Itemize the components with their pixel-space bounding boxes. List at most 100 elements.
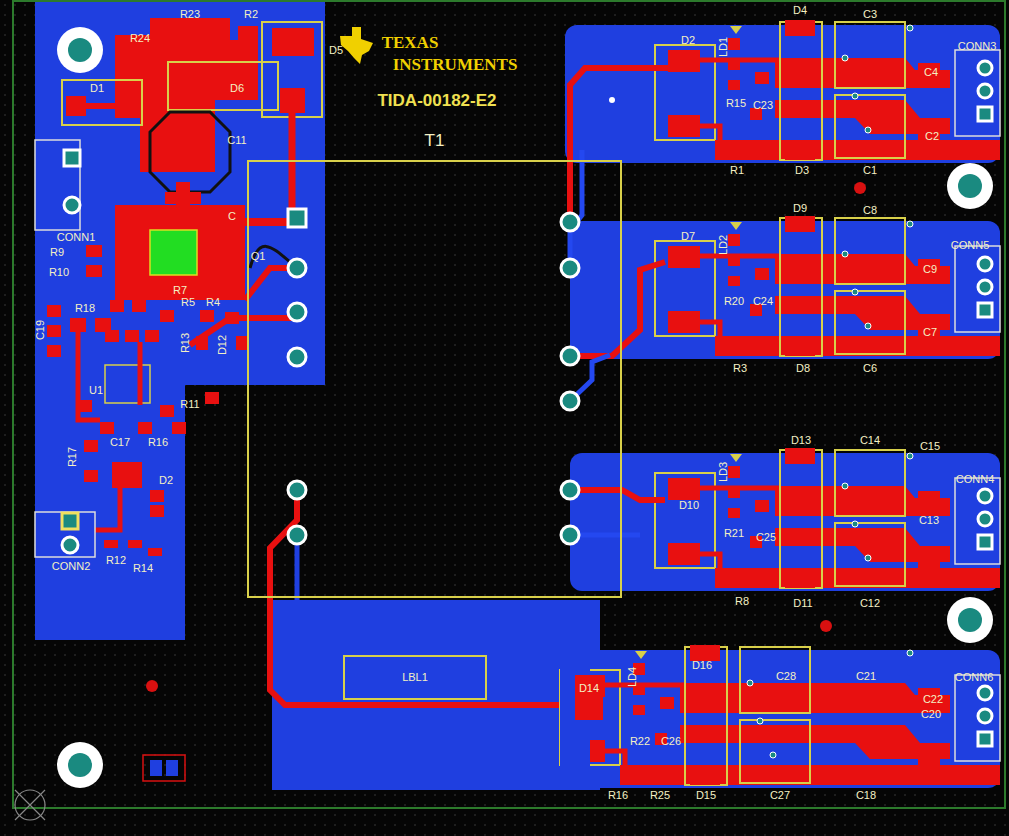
primary-section — [150, 112, 230, 192]
output-section — [835, 22, 905, 88]
output-section — [978, 257, 992, 271]
silkscreen-label: CONN5 — [951, 240, 990, 251]
silkscreen-label: R8 — [735, 596, 749, 607]
primary-section — [150, 230, 197, 275]
output-section — [690, 769, 720, 785]
output-section — [728, 60, 740, 70]
output-section — [775, 486, 950, 516]
primary-section — [280, 88, 305, 113]
silkscreen-label: R17 — [67, 447, 78, 467]
silkscreen-label: Q1 — [251, 251, 266, 262]
primary-section — [132, 300, 146, 312]
silkscreen-label: R23 — [180, 9, 200, 20]
primary-section — [289, 113, 296, 218]
output-section — [605, 751, 625, 770]
silkscreen-label: C13 — [919, 515, 939, 526]
origin-marker — [15, 790, 45, 820]
output-section — [700, 322, 720, 341]
transformer-pads — [561, 347, 579, 365]
primary-section — [84, 440, 98, 452]
transformer-pads — [288, 209, 306, 227]
part-outline: LBL1 — [343, 655, 487, 700]
output-section — [835, 218, 905, 284]
primary-section — [110, 300, 124, 312]
primary-section — [125, 330, 139, 342]
output-section — [978, 280, 992, 294]
output-section — [978, 686, 992, 700]
output-section — [755, 500, 769, 512]
silkscreen-label: R21 — [724, 528, 744, 539]
primary-section — [62, 80, 142, 125]
output-section — [668, 311, 700, 333]
silkscreen-label: D4 — [793, 5, 807, 16]
silkscreen-label: D10 — [679, 500, 699, 511]
primary-section — [128, 540, 142, 548]
silkscreen-label: D7 — [681, 231, 695, 242]
ti-logo — [340, 27, 373, 64]
output-section — [955, 50, 1000, 136]
silkscreen-label: C26 — [661, 736, 681, 747]
primary-section — [47, 245, 248, 556]
mounting-holes — [68, 38, 92, 62]
primary-section — [115, 18, 258, 172]
silkscreen-label: C25 — [756, 532, 776, 543]
output-section — [570, 453, 1000, 591]
silkscreen-label: R15 — [726, 98, 746, 109]
transformer-traces — [570, 68, 680, 535]
silkscreen-label: LD2 — [718, 235, 729, 255]
silkscreen-label: R4 — [206, 297, 220, 308]
output-section — [728, 508, 740, 518]
output-section — [570, 448, 1000, 591]
primary-section — [105, 365, 150, 403]
output-section — [700, 554, 720, 573]
transformer-pads — [561, 213, 579, 231]
silkscreen-label: D11 — [793, 598, 812, 609]
output-section — [918, 556, 940, 568]
primary-section — [272, 28, 314, 56]
silkscreen-label: LD1 — [718, 37, 729, 57]
output-section — [668, 246, 700, 268]
silkscreen-label: D14 — [579, 683, 599, 694]
primary-section — [238, 26, 258, 40]
origin-marker — [15, 790, 45, 820]
silkscreen-label: D16 — [692, 660, 712, 671]
output-section — [660, 697, 674, 709]
primary-section — [262, 22, 322, 117]
output-section — [728, 276, 740, 286]
output-section — [728, 488, 740, 498]
output-section — [730, 454, 742, 462]
silkscreen-label: C20 — [921, 709, 941, 720]
silkscreen-label: D9 — [793, 203, 807, 214]
silkscreen-label: C14 — [860, 435, 880, 446]
primary-section — [205, 392, 219, 404]
primary-section — [165, 192, 201, 204]
primary-section — [64, 197, 80, 213]
silkscreen-label: C8 — [863, 205, 877, 216]
output-sections — [575, 675, 603, 720]
output-section — [685, 647, 727, 785]
primary-section — [200, 310, 214, 322]
output-section — [570, 221, 1000, 359]
silkscreen-label: C27 — [770, 790, 790, 801]
output-section — [740, 647, 810, 713]
output-section — [755, 72, 769, 84]
output-section — [747, 680, 753, 686]
part-outline: T1 — [247, 160, 622, 598]
transformer-pads — [561, 526, 579, 544]
secondary-pour — [270, 490, 600, 790]
output-section — [570, 216, 1000, 359]
silkscreen-label: C22 — [923, 694, 943, 705]
silkscreen-label: C12 — [860, 598, 880, 609]
transformer-pads — [288, 481, 306, 499]
mounting-holes — [57, 27, 993, 788]
transformer-traces — [570, 150, 582, 268]
silkscreen-label: C15 — [920, 441, 940, 452]
output-section — [728, 38, 740, 50]
transformer-pads — [561, 481, 579, 499]
primary-section — [196, 336, 208, 350]
fiducial-box — [166, 760, 178, 776]
silkscreen-label: R22 — [630, 736, 650, 747]
